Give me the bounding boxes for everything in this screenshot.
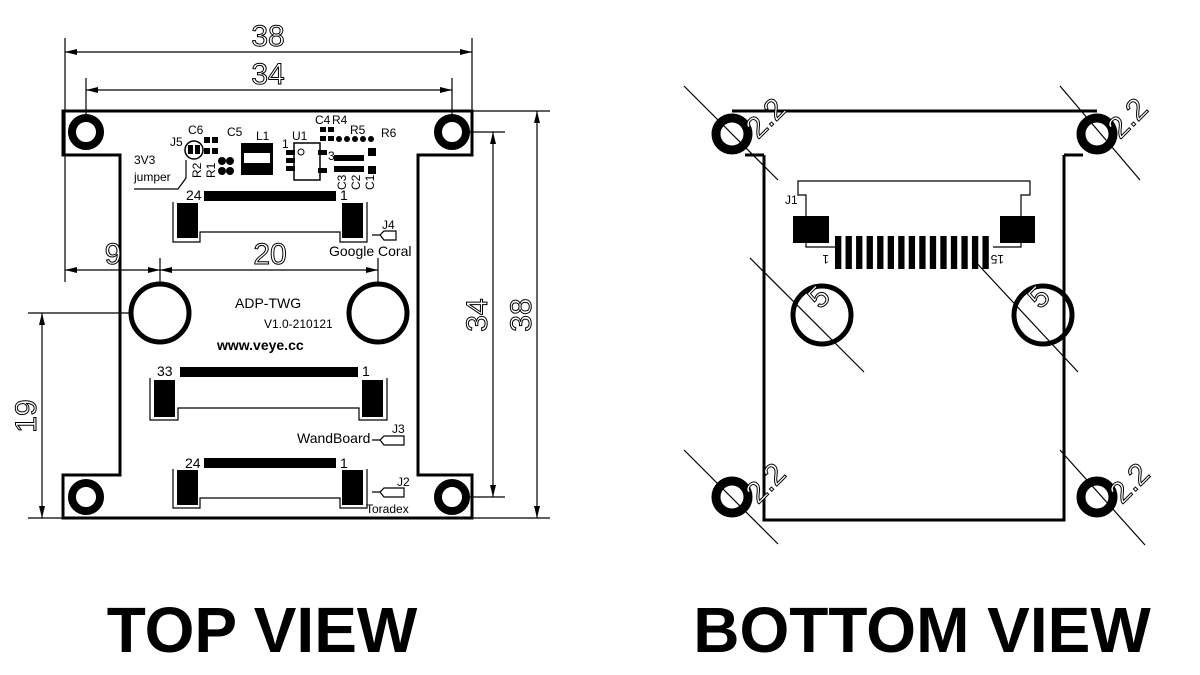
bottom-view: 2.2 2.2 2.2 2.2 5 5 J1 1 15 BOTTOM VIEW	[683, 85, 1157, 666]
dim-height-holes: 34	[461, 298, 494, 331]
label-u1: U1	[292, 129, 308, 143]
connector-pin	[908, 236, 916, 269]
dim-hole-spacing: 20	[253, 238, 286, 271]
connector-pin	[856, 236, 863, 269]
dim-width-holes: 34	[251, 58, 284, 91]
label-c1: C1	[363, 174, 377, 190]
lens-hole-left	[128, 281, 192, 345]
label-c3: C3	[335, 174, 349, 190]
connector-wandboard	[149, 367, 388, 421]
connector-pin	[950, 236, 958, 269]
lens-hole-right	[346, 281, 410, 345]
connector-pin	[887, 236, 894, 269]
label-u1-pin1: 1	[282, 137, 289, 151]
mount-hole	[68, 479, 104, 515]
connector3-tag: J2	[397, 475, 410, 489]
top-view: 38 34 9 20 34 38 19 J5 C6	[10, 20, 550, 666]
connector1-pin-last: 1	[340, 187, 348, 203]
bottom-lens-hole-right	[1011, 283, 1075, 347]
connector2-pad	[372, 435, 405, 446]
mount-hole	[434, 479, 470, 515]
label-c5: C5	[227, 125, 243, 139]
mount-hole	[434, 114, 470, 150]
mount-hole	[68, 114, 104, 150]
connector2-pin-first: 33	[157, 363, 173, 379]
bottom-view-title: BOTTOM VIEW	[693, 594, 1151, 666]
dimension-lines	[28, 38, 550, 519]
mount-hole	[711, 476, 753, 518]
dim-hole-offset-y: 19	[10, 399, 43, 432]
mount-hole	[1076, 476, 1118, 518]
top-view-title: TOP VIEW	[107, 594, 418, 666]
corner-holes	[68, 114, 470, 515]
label-r1: R1	[204, 162, 218, 178]
connector-pin	[898, 236, 905, 269]
board-name: ADP-TWG	[235, 295, 301, 311]
connector-pin	[877, 236, 884, 269]
dim-hole-offset-x: 9	[105, 238, 122, 271]
bottom-connector-pin-last: 15	[990, 252, 1004, 266]
connector-pin	[982, 236, 989, 269]
connector2-tag: J3	[392, 422, 405, 436]
connector2-label: WandBoard	[297, 430, 370, 446]
website: www.veye.cc	[216, 337, 304, 353]
label-r5: R5	[350, 123, 366, 137]
connector-pin	[971, 236, 979, 269]
connector1-pin-first: 24	[186, 187, 202, 203]
jumper-label-3v3: 3V3	[134, 153, 156, 167]
bottom-connector-tag: J1	[785, 193, 798, 207]
connector-pin	[845, 236, 852, 269]
label-c2: C2	[349, 174, 363, 190]
label-c4: C4	[315, 113, 331, 127]
mount-hole	[1076, 113, 1118, 155]
label-r4: R4	[332, 113, 348, 127]
connector-pin	[866, 236, 873, 269]
bottom-lens-hole-left	[790, 283, 854, 347]
label-j5: J5	[170, 135, 183, 149]
connector-pin	[961, 236, 968, 269]
connector3-pin-last: 1	[340, 455, 348, 471]
board-version: V1.0-210121	[264, 317, 333, 331]
connector-pin	[835, 236, 842, 269]
bottom-diagonal-dimensions	[683, 85, 1146, 546]
connector2-pin-last: 1	[362, 363, 370, 379]
connector1-pad	[372, 230, 397, 241]
dim-width-outer: 38	[251, 20, 284, 53]
connector3-pin-first: 24	[185, 455, 201, 471]
jumper-j5	[184, 140, 204, 160]
label-u1-pin3: 3	[328, 149, 335, 163]
connector3-pad	[372, 487, 405, 498]
label-r2: R2	[190, 162, 204, 178]
connector-toradex	[172, 458, 368, 509]
component-area	[134, 127, 376, 190]
ic-u1	[293, 142, 321, 181]
connector-google-coral	[172, 191, 368, 243]
bottom-connector-pin-first: 1	[822, 252, 829, 266]
connector1-tag: J4	[382, 218, 395, 232]
bottom-connector-j1	[793, 180, 1035, 269]
connector-pin	[919, 236, 926, 269]
label-c6: C6	[188, 123, 204, 137]
jumper-label-jumper: jumper	[133, 170, 171, 184]
connector-pin	[929, 236, 937, 269]
connector-pin	[940, 236, 947, 269]
label-l1: L1	[256, 129, 270, 143]
label-r6: R6	[381, 126, 397, 140]
connector3-label: Toradex	[366, 502, 409, 516]
connector1-label: Google Coral	[329, 243, 412, 259]
bottom-board-outline	[732, 109, 1097, 522]
dim-height-outer: 38	[505, 298, 538, 331]
